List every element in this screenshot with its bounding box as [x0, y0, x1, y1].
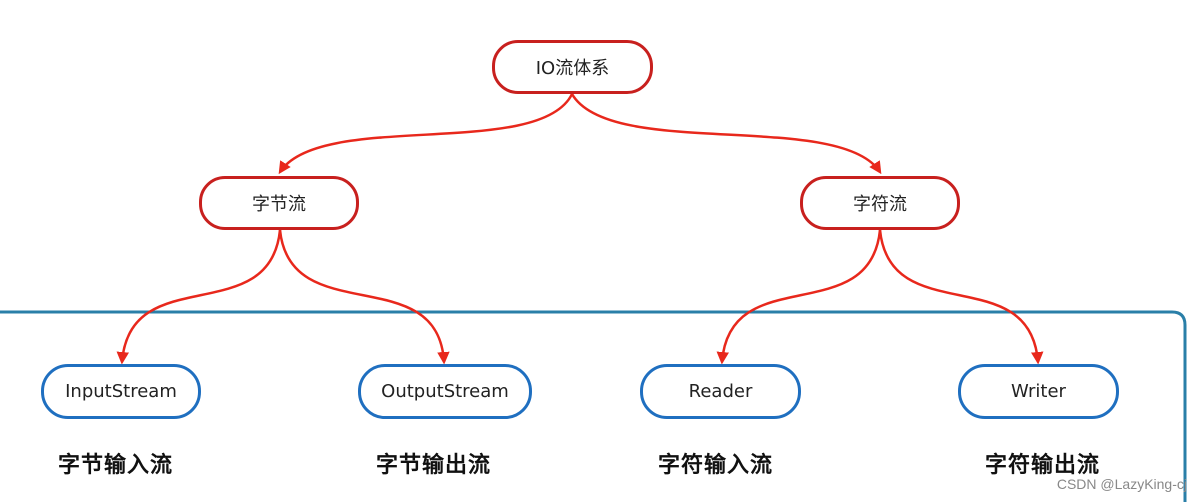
edge-byte-to-outputstream — [278, 229, 450, 365]
edge-root-to-char-stream — [570, 93, 882, 175]
writer-label: Writer — [1011, 381, 1066, 402]
char-input-caption: 字符输入流 — [658, 453, 774, 478]
edge-root-to-byte-stream — [278, 93, 574, 175]
reader-label: Reader — [688, 381, 753, 402]
byte-stream-label: 字节流 — [252, 194, 306, 215]
byte-stream-node: 字节流 — [199, 176, 359, 230]
root-node: IO流体系 — [492, 40, 653, 94]
char-stream-node: 字符流 — [800, 176, 960, 230]
inputstream-label: InputStream — [65, 381, 177, 402]
edge-char-to-reader — [716, 229, 882, 365]
outputstream-node: OutputStream — [358, 364, 532, 419]
leaf-group-frame — [0, 310, 1187, 502]
edge-char-to-writer — [878, 229, 1044, 365]
byte-input-caption: 字节输入流 — [58, 453, 174, 478]
writer-node: Writer — [958, 364, 1119, 419]
outputstream-label: OutputStream — [381, 381, 509, 402]
byte-output-caption: 字节输出流 — [376, 453, 492, 478]
inputstream-node: InputStream — [41, 364, 201, 419]
reader-node: Reader — [640, 364, 801, 419]
char-stream-label: 字符流 — [853, 194, 907, 215]
root-node-label: IO流体系 — [535, 58, 610, 79]
edge-byte-to-inputstream — [116, 229, 282, 365]
watermark: CSDN @LazyKing-cj — [1056, 476, 1187, 492]
char-output-caption: 字符输出流 — [985, 453, 1101, 478]
